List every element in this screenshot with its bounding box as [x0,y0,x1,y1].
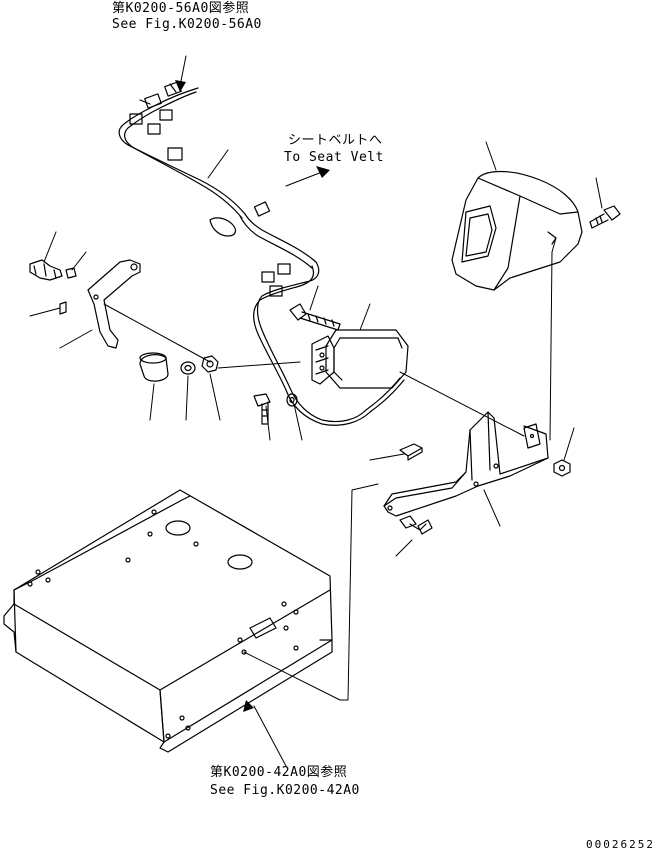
top-reference-jp: 第K0200-56A0図参照 [112,1,250,16]
bolt-center [289,303,341,331]
top-reference-en: See Fig.K0200-56A0 [112,17,262,32]
cover-housing [451,170,583,291]
drawing-number: 00026252 [586,838,655,851]
nut-right [553,459,571,477]
seat-belt-label-en: To Seat Velt [284,150,384,165]
wire-harness [118,81,405,426]
bolt-right [589,205,621,229]
bottom-reference-jp: 第K0200-42A0図参照 [210,765,348,780]
switch-box [311,329,409,389]
arrows [175,80,330,712]
bottom-reference-en: See Fig.K0200-42A0 [210,783,360,798]
floor-plate [3,489,333,753]
mounting-bracket [383,411,549,535]
leader-lines [29,55,603,767]
small-bolt [253,393,298,425]
seat-belt-label-jp: シートベルトへ [288,133,383,148]
left-small-parts [29,259,219,382]
